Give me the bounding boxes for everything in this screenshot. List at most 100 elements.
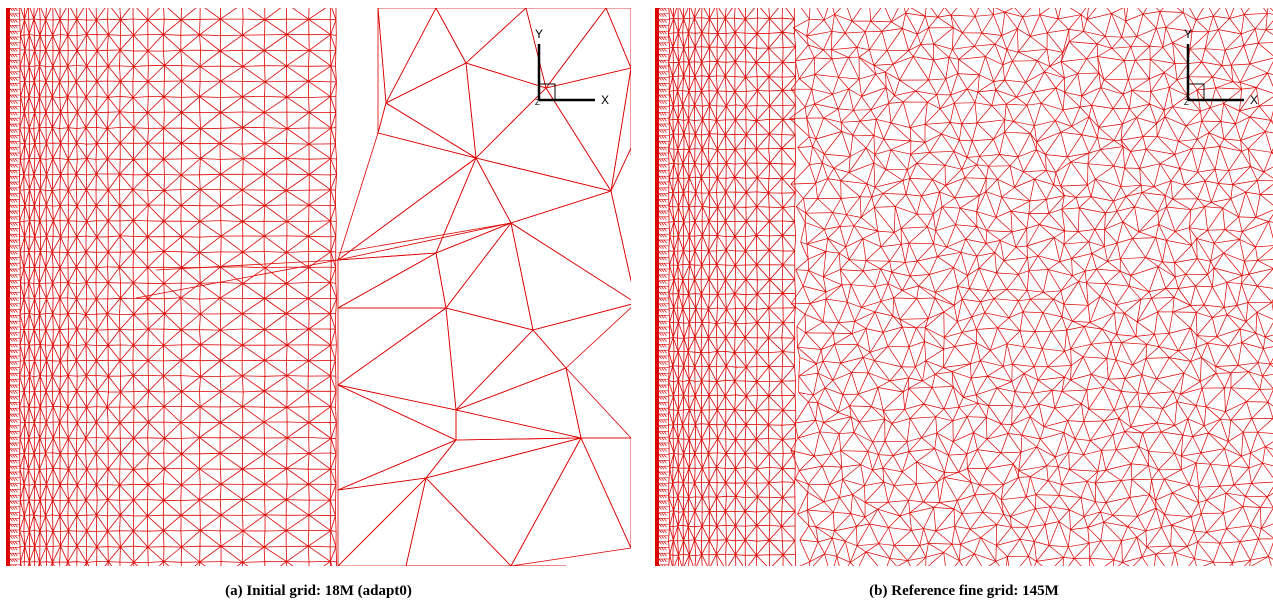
mesh-edge: [263, 407, 265, 423]
mesh-edge: [120, 235, 134, 237]
mesh-edge: [67, 19, 78, 36]
mesh-edge: [76, 127, 86, 129]
mesh-edge: [661, 291, 665, 296]
mesh-edge: [734, 293, 747, 296]
mesh-edge: [9, 152, 13, 157]
mesh-edge: [672, 62, 674, 77]
mesh-edge: [756, 307, 770, 323]
mesh-edge: [51, 236, 61, 253]
mesh-edge: [673, 149, 679, 164]
mesh-edge: [23, 158, 30, 176]
mesh-edge: [264, 561, 266, 566]
mesh-edge: [768, 133, 770, 149]
mesh-edge: [14, 564, 17, 566]
mesh-edge: [701, 46, 710, 48]
mesh-edge: [672, 293, 675, 309]
mesh-edge: [781, 178, 796, 193]
mesh-edge: [337, 252, 437, 309]
mesh-edge: [708, 322, 717, 324]
mesh-edge: [768, 322, 784, 339]
mesh-edge: [68, 189, 77, 191]
mesh-edge: [67, 96, 78, 113]
mesh-edge: [96, 236, 109, 253]
mesh-edge: [95, 375, 98, 392]
mesh-edge: [76, 499, 87, 516]
mesh-edge: [661, 378, 665, 383]
mesh-edge: [199, 484, 201, 500]
mesh-edge: [688, 221, 696, 237]
mesh-edge: [33, 174, 35, 190]
mesh-edge: [708, 177, 718, 194]
mesh-edge: [745, 366, 758, 382]
mesh-edge: [661, 187, 665, 191]
mesh-edge: [14, 54, 18, 58]
mesh-edge: [85, 267, 87, 283]
mesh-edge: [60, 375, 69, 377]
mesh-edge: [67, 190, 78, 207]
mesh-edge: [286, 375, 309, 377]
mesh-edge: [39, 65, 47, 82]
mesh-edge: [19, 205, 26, 222]
mesh-edge: [39, 251, 41, 268]
mesh-edge: [709, 18, 719, 34]
mesh-edge: [33, 66, 36, 82]
mesh-edge: [682, 90, 689, 92]
mesh-edge: [263, 251, 266, 268]
mesh-edge: [9, 210, 13, 215]
mesh-edge: [39, 35, 47, 51]
mesh-edge: [716, 381, 726, 397]
mesh-edge: [263, 546, 287, 562]
mesh-edge: [280, 561, 287, 566]
mesh-edge: [133, 515, 148, 532]
mesh-edge: [181, 252, 200, 268]
mesh-edge: [39, 220, 47, 237]
mesh-edge: [287, 421, 309, 423]
mesh-edge: [264, 298, 287, 314]
mesh-edge: [661, 36, 665, 41]
mesh-edge: [40, 235, 47, 252]
mesh-edge: [475, 87, 547, 159]
mesh-edge: [199, 452, 221, 455]
mesh-edge: [46, 345, 54, 361]
mesh-edge: [701, 91, 703, 107]
mesh-edge: [45, 345, 47, 361]
mesh-edge: [701, 91, 710, 106]
mesh-edge: [59, 81, 68, 97]
mesh-edge: [308, 50, 332, 67]
mesh-edge: [794, 33, 796, 47]
mesh-edge: [744, 47, 747, 63]
mesh-edge: [782, 235, 796, 252]
mesh-edge: [24, 96, 30, 98]
mesh-edge: [199, 468, 222, 485]
mesh-edge: [39, 344, 47, 361]
mesh-edge: [27, 561, 30, 566]
mesh-edge: [219, 50, 244, 67]
mesh-edge: [329, 189, 332, 206]
mesh-edge: [85, 235, 97, 238]
mesh-edge: [19, 112, 21, 129]
mesh-edge: [701, 293, 709, 310]
mesh-edge: [734, 119, 736, 135]
mesh-edge: [163, 267, 182, 284]
mesh-edge: [702, 205, 710, 208]
mesh-edge: [782, 104, 796, 120]
mesh-edge: [242, 127, 266, 144]
initial-grid-mesh: [6, 8, 631, 566]
mesh-edge: [67, 66, 77, 82]
mesh-edge: [199, 545, 222, 563]
mesh-edge: [133, 406, 149, 423]
mesh-edge: [435, 157, 477, 254]
mesh-edge: [221, 561, 243, 563]
mesh-edge: [663, 141, 667, 145]
mesh-edge: [86, 390, 98, 408]
mesh-edge: [663, 42, 667, 46]
mesh-edge: [28, 391, 30, 408]
mesh-edge: [286, 221, 309, 237]
mesh-edge: [39, 221, 41, 238]
mesh-edge: [199, 221, 222, 237]
mesh-edge: [60, 142, 69, 145]
mesh-edge: [59, 515, 61, 532]
mesh-edge: [45, 174, 47, 191]
mesh-edge: [45, 81, 53, 97]
mesh-edge: [330, 220, 332, 237]
